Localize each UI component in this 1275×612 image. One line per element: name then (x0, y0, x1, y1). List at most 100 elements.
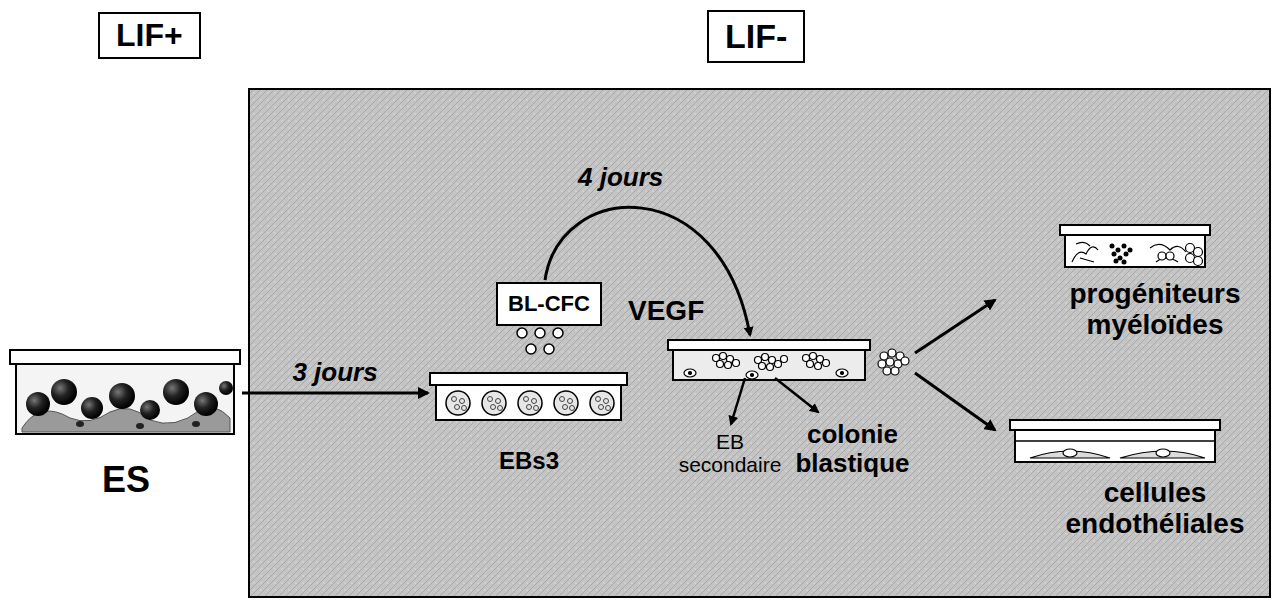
circle-part (720, 353, 727, 360)
g-part (446, 391, 614, 415)
colony-cluster (878, 349, 909, 375)
rect-part (1015, 430, 1215, 462)
node-text: EBs3 (428, 448, 630, 475)
rect-part (673, 350, 865, 380)
circle-part (570, 406, 575, 411)
circle-part (491, 405, 496, 410)
circle-part (517, 328, 527, 338)
circle-part (606, 406, 611, 411)
progenitor-box: BL-CFC (496, 282, 602, 326)
es-dish (10, 350, 240, 434)
eb-culture: EBs3 (428, 370, 630, 480)
circle-part (535, 328, 545, 338)
circle-part (1112, 252, 1117, 257)
circle-part (455, 405, 460, 410)
circle-part (544, 344, 554, 354)
circle-part (689, 372, 692, 375)
circle-part (1128, 248, 1133, 253)
panel (249, 89, 1270, 597)
node-text: LIF- (725, 18, 787, 55)
ellipse-part (1156, 449, 1170, 457)
circle-part (527, 405, 532, 410)
circle-part (886, 358, 894, 366)
circle-part (462, 406, 467, 411)
blast-colony: colonie blastique (790, 345, 915, 475)
circle-part (51, 379, 77, 405)
circle-part (807, 361, 814, 368)
circle-part (759, 363, 766, 370)
g-part (1110, 244, 1133, 265)
circle-part (1122, 260, 1127, 265)
circle-part (888, 349, 896, 357)
node-text: ES (10, 460, 242, 500)
circle-part (781, 356, 788, 363)
rect-part (1065, 235, 1205, 267)
flow-arrow (915, 373, 995, 430)
circle-part (446, 391, 470, 415)
eb-dish (430, 373, 627, 420)
circle-part (553, 328, 563, 338)
myeloid-dish (1060, 225, 1210, 267)
node-text: BL-CFC (508, 292, 590, 316)
rect-part (10, 350, 240, 364)
flow-arrow (242, 392, 428, 395)
circle-part (568, 399, 573, 404)
g-part (1072, 242, 1186, 262)
circle-part (841, 372, 844, 375)
g-part (1030, 451, 1205, 458)
ellipse-part (136, 423, 144, 429)
circle-part (883, 367, 891, 375)
ellipse-part (76, 421, 84, 427)
circle-part (733, 360, 740, 367)
circle-part (532, 399, 537, 404)
circle-part (460, 399, 465, 404)
circle-part (518, 391, 542, 415)
circle-part (596, 397, 601, 402)
circle-part (1194, 257, 1203, 266)
circle-part (1166, 252, 1174, 260)
circle-part (1122, 244, 1127, 249)
circle-part (140, 400, 160, 420)
circle-part (1158, 252, 1166, 260)
circle-part (554, 391, 578, 415)
myeloid-culture: progéniteurs myéloïdes (995, 220, 1260, 350)
circle-part (599, 405, 604, 410)
circle-part (1116, 248, 1121, 253)
rect-part (430, 373, 627, 385)
ellipse-part (746, 371, 758, 379)
g-part (452, 397, 611, 411)
circle-part (219, 381, 233, 395)
g-part (1063, 449, 1170, 457)
condition-box: LIF- (707, 10, 805, 63)
node-text: cellules endothéliales (1050, 477, 1260, 540)
circle-part (524, 397, 529, 402)
circle-part (767, 364, 774, 371)
rect-part (16, 364, 234, 434)
ellipse-part (1063, 449, 1077, 457)
arrow-line (731, 378, 745, 424)
circle-part (604, 399, 609, 404)
circle-part (81, 397, 103, 419)
endothelial-dish (1010, 420, 1220, 462)
g-part (26, 379, 233, 420)
cell-dots (517, 328, 563, 354)
circle-part (590, 391, 614, 415)
circle-part (717, 361, 724, 368)
circle-part (488, 397, 493, 402)
endothelial-culture: cellules endothéliales (995, 415, 1265, 565)
circle-part (878, 360, 886, 368)
rect-part (1010, 420, 1220, 430)
path-part (1150, 244, 1186, 262)
circle-part (901, 357, 909, 365)
line-part (1015, 440, 1215, 442)
circle-part (725, 362, 732, 369)
circle-part (1118, 256, 1123, 261)
rect-part (436, 385, 621, 420)
ellipse-part (684, 369, 696, 377)
g-part (713, 353, 830, 371)
circle-part (498, 406, 503, 411)
g-part (76, 421, 200, 429)
es-culture: ES (10, 345, 242, 515)
circle-part (496, 399, 501, 404)
circle-part (815, 363, 822, 370)
